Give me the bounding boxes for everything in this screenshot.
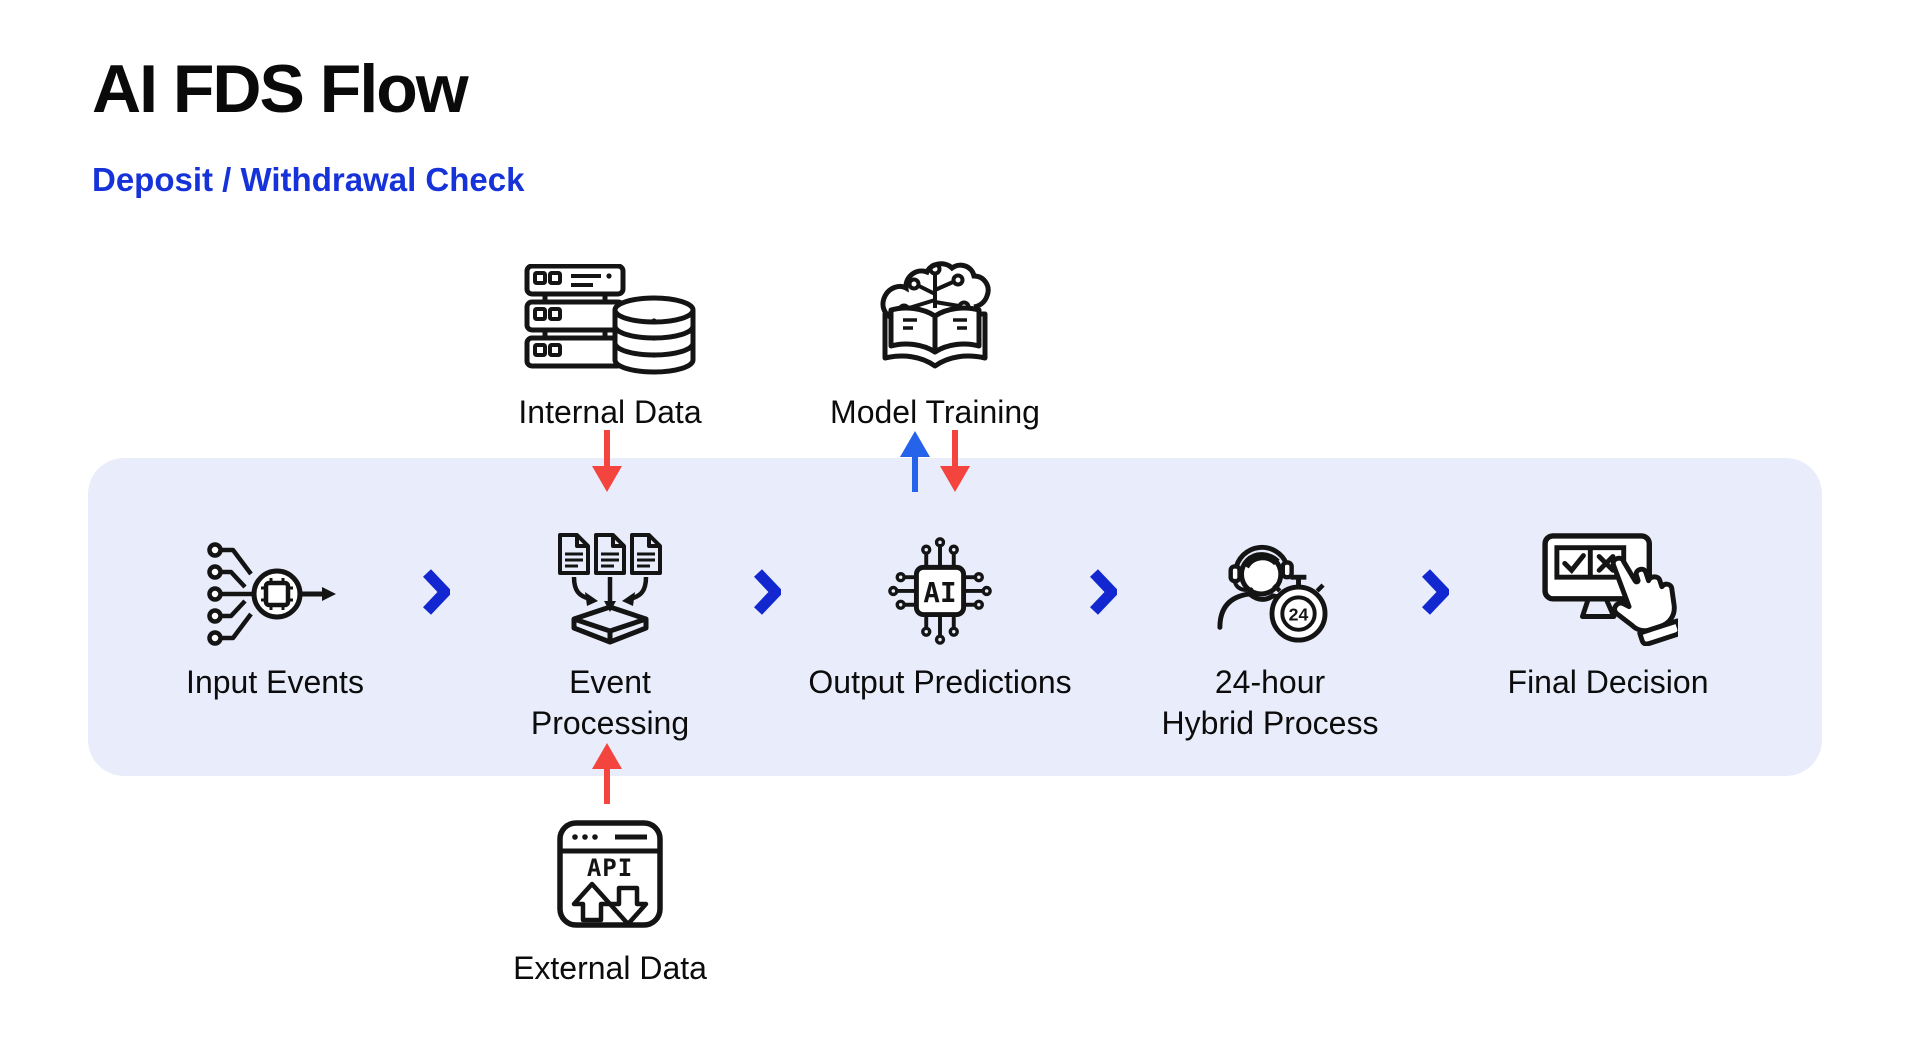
node-label-text: Output Predictions xyxy=(808,664,1072,700)
model-training-icon xyxy=(873,252,998,376)
api-text: API xyxy=(587,854,633,882)
node-model-training: Model Training xyxy=(785,252,1085,433)
node-label: Internal Data xyxy=(518,394,702,430)
node-label: External Data xyxy=(513,950,707,986)
node-label: Final Decision xyxy=(1508,662,1709,703)
arrow-blue-up-predictions-to-training xyxy=(897,430,933,494)
chevron-right-icon xyxy=(422,568,450,616)
node-output-predictions: AI Output Predictions xyxy=(780,528,1100,703)
page-title: AI FDS Flow xyxy=(92,51,469,127)
api-browser-icon: API xyxy=(555,814,665,932)
arrow-red-up-external-to-processing xyxy=(589,742,625,806)
arrow-red-down-training-to-predictions xyxy=(937,428,973,494)
final-decision-icon xyxy=(1538,528,1678,646)
chevron-right-icon xyxy=(753,568,781,616)
support-24h-icon: 24 xyxy=(1203,528,1338,646)
chevron-right-icon xyxy=(1089,568,1117,616)
node-label: Input Events xyxy=(186,662,364,703)
node-label-line1: Event xyxy=(569,664,651,700)
node-label: Output Predictions xyxy=(808,662,1071,703)
node-input-events: Input Events xyxy=(155,528,395,703)
server-database-icon xyxy=(523,252,698,376)
page-subtitle: Deposit / Withdrawal Check xyxy=(92,161,525,198)
node-label-text: Final Decision xyxy=(1507,664,1709,700)
input-events-icon xyxy=(205,528,345,646)
event-processing-icon xyxy=(552,528,668,646)
node-label-line2: Processing xyxy=(530,704,690,741)
node-label: Model Training xyxy=(830,394,1040,430)
ai-chip-icon: AI xyxy=(880,528,1000,646)
node-label-line1: 24-hour xyxy=(1214,664,1326,700)
arrow-red-down-internal-to-processing xyxy=(589,428,625,494)
node-final-decision: Final Decision xyxy=(1468,528,1748,703)
node-external-data: API External Data xyxy=(460,814,760,989)
chevron-right-icon xyxy=(1421,568,1449,616)
node-internal-data: Internal Data xyxy=(460,252,760,433)
node-label-line2: Hybrid Process xyxy=(1161,704,1379,741)
stopwatch-24-text: 24 xyxy=(1288,604,1308,624)
node-label-text: Input Events xyxy=(186,664,364,700)
ai-chip-text: AI xyxy=(923,577,956,609)
